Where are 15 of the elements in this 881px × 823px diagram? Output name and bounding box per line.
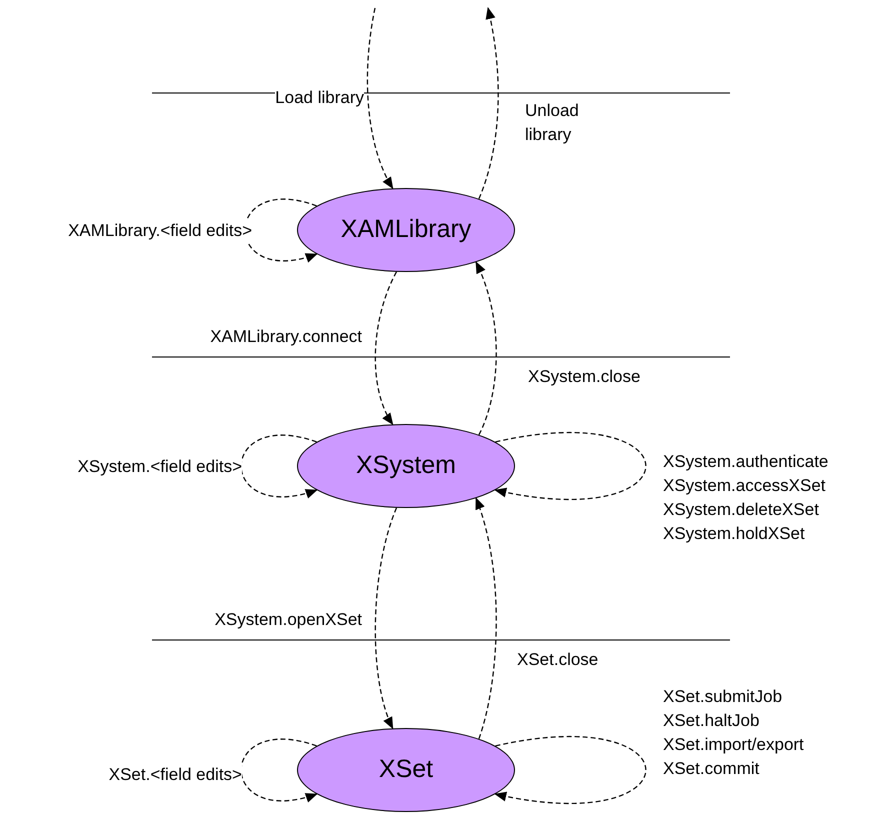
- transition-arrow: [374, 272, 398, 426]
- transition-arrow: [244, 198, 318, 262]
- transition-arrow: [374, 508, 398, 730]
- transition-arrow: [494, 432, 646, 500]
- state-name: XSet: [378, 754, 434, 786]
- transition-arrow: [240, 738, 318, 802]
- transition-arrow: [478, 7, 499, 199]
- state-name: XAMLibrary: [340, 214, 472, 246]
- transition-arrow: [240, 434, 318, 498]
- transition-arrow: [494, 736, 646, 804]
- transition-arrow: [366, 8, 394, 190]
- edge-label: XAMLibrary.<field edits>: [68, 219, 252, 243]
- transition-arrow: [474, 497, 497, 739]
- state-name: XSystem: [356, 450, 456, 482]
- transition-arrow: [476, 261, 497, 436]
